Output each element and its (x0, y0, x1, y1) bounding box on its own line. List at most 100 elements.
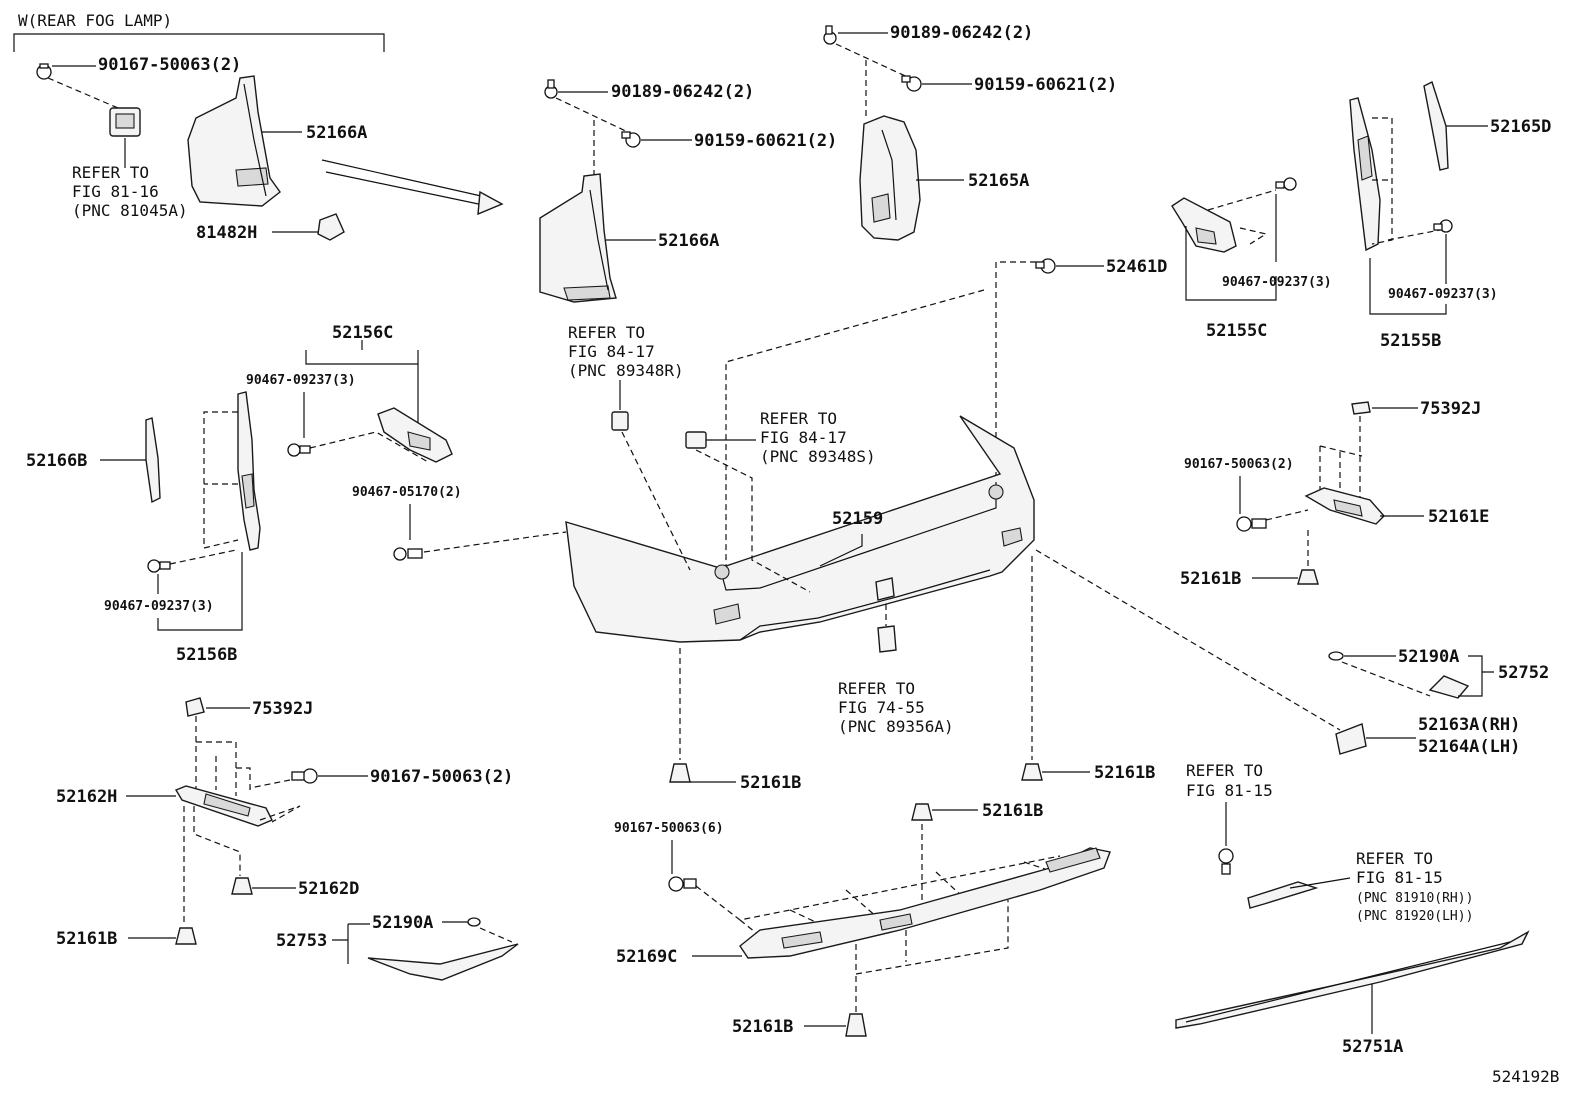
part-52166B (145, 417, 161, 504)
callout-52163A-RH: 52163A(RH) (1418, 715, 1520, 735)
refer-89348S-line2: FIG 84-17 (760, 428, 847, 447)
refer-89356A-line1: REFER TO (838, 679, 915, 698)
callout-52751A: 52751A (1342, 1037, 1403, 1057)
bolt-81-15-ref (1218, 848, 1234, 875)
refer-81-15-a-line1: REFER TO (1186, 761, 1263, 780)
callout-52161B-bottom: 52161B (732, 1017, 793, 1037)
callout-52161B-right-upper: 52161B (1180, 569, 1241, 589)
callout-52161B-center-right: 52161B (1094, 763, 1155, 783)
part-52155B-bracket (1349, 97, 1381, 252)
callout-52166A-left: 52166A (306, 123, 367, 143)
callout-52159: 52159 (832, 509, 883, 529)
callout-90467-05170: 90467-05170(2) (352, 485, 462, 500)
callout-90167-50063-diffuser: 90167-50063(6) (614, 821, 724, 836)
refer-81-15-b-line4: (PNC 81920(LH)) (1356, 909, 1473, 924)
bolt-90159-60621-right (901, 75, 922, 92)
refer-89356A-line3: (PNC 89356A) (838, 717, 954, 736)
callout-90167-50063-lower-left: 90167-50063(2) (370, 767, 513, 787)
callout-52169C: 52169C (616, 947, 677, 967)
refer-81-15-b-line3: (PNC 81910(RH)) (1356, 891, 1473, 906)
pad-75392J-left (185, 697, 205, 717)
callout-90189-06242-right: 90189-06242(2) (890, 23, 1033, 43)
refer-81-16-line3: (PNC 81045A) (72, 201, 188, 220)
clip-89348S (685, 431, 707, 449)
callout-90467-09237-52155C: 90467-09237(3) (1222, 275, 1332, 290)
callout-90159-60621-right: 90159-60621(2) (974, 75, 1117, 95)
callout-52161B-center-left: 52161B (740, 773, 801, 793)
callout-90159-60621-center: 90159-60621(2) (694, 131, 837, 151)
callout-90467-09237-52155B: 90467-09237(3) (1388, 287, 1498, 302)
refer-89348R-line3: (PNC 89348R) (568, 361, 684, 380)
part-52165A (859, 115, 921, 241)
clip-52190A-lower-left (467, 917, 481, 927)
part-52161E-bracket (1304, 487, 1385, 525)
part-52166A-fog-side (187, 75, 281, 207)
callout-52190A-right: 52190A (1398, 647, 1459, 667)
bolt-90189-06242-center (544, 79, 558, 99)
callout-52166A-center: 52166A (658, 231, 719, 251)
callout-52461D: 52461D (1106, 257, 1167, 277)
part-52163A-reflector (1335, 723, 1367, 755)
part-52752 (1428, 675, 1470, 699)
refer-81-15-a-line2: FIG 81-15 (1186, 781, 1273, 800)
refer-89356A-line2: FIG 74-55 (838, 698, 925, 717)
plug-89356A (877, 625, 897, 653)
callout-52162H: 52162H (56, 787, 117, 807)
bolt-90467-09237-52156C (287, 443, 311, 457)
part-52162H-bracket (174, 785, 273, 827)
callout-52753: 52753 (276, 931, 327, 951)
group-label: W(REAR FOG LAMP) (18, 11, 172, 30)
bolt-90167-50063-a (36, 63, 52, 80)
bolt-90167-50063-right (1236, 516, 1267, 532)
clip-52461D (1035, 258, 1056, 274)
refer-81-15-b-line2: FIG 81-15 (1356, 868, 1443, 887)
refer-89348R-line1: REFER TO (568, 323, 645, 342)
refer-89348S-line3: (PNC 89348S) (760, 447, 876, 466)
callout-52165D: 52165D (1490, 117, 1551, 137)
refer-89348R-line2: FIG 84-17 (568, 342, 655, 361)
callout-90167-50063-right: 90167-50063(2) (1184, 457, 1294, 472)
part-52156C-bracket (377, 407, 453, 463)
refer-81-15-b-line1: REFER TO (1356, 849, 1433, 868)
callout-52161E: 52161E (1428, 507, 1489, 527)
callout-75392J-left: 75392J (252, 699, 313, 719)
clip-52161B-diffuser-top (911, 803, 933, 821)
callout-90189-06242-center: 90189-06242(2) (611, 82, 754, 102)
arrow-indicator (321, 159, 504, 216)
part-52165D (1423, 81, 1449, 171)
bolt-90467-09237-52155C (1275, 177, 1297, 191)
group-bracket (13, 33, 385, 52)
refer-81-16-line2: FIG 81-16 (72, 182, 159, 201)
clip-52161B-center-right (1021, 763, 1043, 781)
callout-52161B-lower-left: 52161B (56, 929, 117, 949)
part-52159-bumper-cover (565, 415, 1035, 643)
callout-90167-50063-a: 90167-50063(2) (98, 55, 241, 75)
part-52751A-molding (1175, 930, 1530, 1029)
callout-52190A-lower-left: 52190A (372, 913, 433, 933)
refer-81-16-line1: REFER TO (72, 163, 149, 182)
clip-52190A-right (1328, 651, 1344, 661)
clip-52161B-lower-left (175, 927, 197, 945)
bolt-90167-50063-lower-left (291, 768, 318, 784)
part-52753 (367, 943, 519, 981)
part-52169C-diffuser (739, 847, 1111, 959)
callout-52166B: 52166B (26, 451, 87, 471)
clip-52161B-center-left (669, 763, 691, 783)
part-52166A-center (539, 173, 617, 303)
callout-75392J-right: 75392J (1420, 399, 1481, 419)
callout-52752: 52752 (1498, 663, 1549, 683)
clip-52161B-bottom (845, 1013, 867, 1037)
pad-75392J-right (1351, 401, 1371, 415)
bolt-90167-50063-diffuser (668, 876, 697, 892)
clip-89348R (611, 411, 629, 431)
callout-52156B: 52156B (176, 645, 237, 665)
callout-52161B-diffuser-top: 52161B (982, 801, 1043, 821)
part-52156B-bracket (237, 391, 261, 551)
part-52155C-bracket (1171, 197, 1237, 253)
clip-52161B-right-upper (1297, 569, 1319, 585)
callout-81482H: 81482H (196, 223, 257, 243)
callout-52156C: 52156C (332, 323, 393, 343)
part-license-lamp-ref (1247, 881, 1319, 909)
